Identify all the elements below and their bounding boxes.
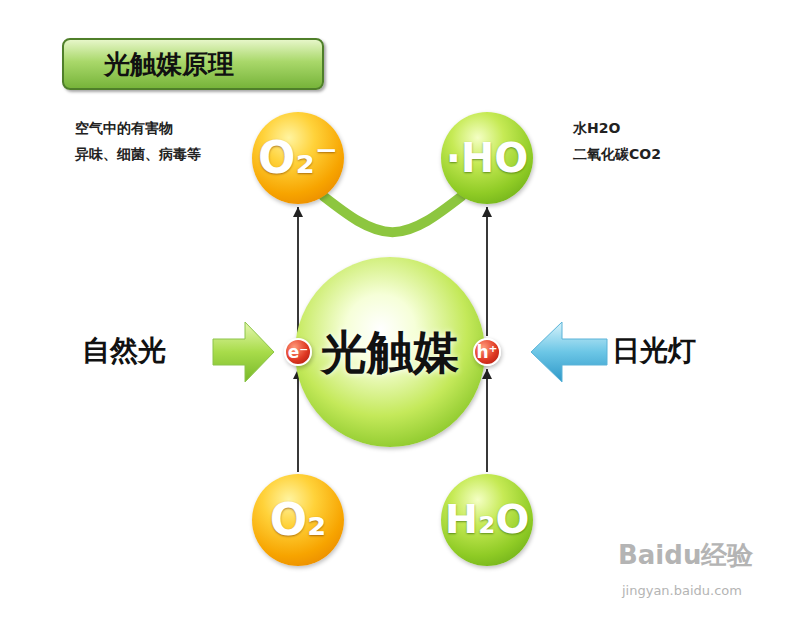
- molecule-circle: 光触媒: [295, 257, 485, 447]
- charge-circle: h⁺: [473, 338, 501, 366]
- node-text: h⁺: [476, 344, 497, 361]
- molecule-circle: O₂⁻: [252, 112, 344, 204]
- note-text: 水H2O: [573, 120, 620, 137]
- molecule-circle: H₂O: [441, 474, 533, 566]
- charge-circle: e⁻: [284, 338, 312, 366]
- title-box: 光触媒原理: [62, 38, 324, 90]
- reaction-arrow: [486, 207, 488, 336]
- molecule-circle: O₂: [252, 474, 344, 566]
- node-text: e⁻: [288, 344, 309, 361]
- light-source-label: 自然光: [82, 334, 166, 368]
- node-text: O₂: [270, 498, 327, 542]
- link-band: [323, 196, 461, 232]
- molecule-circle: ·HO: [441, 112, 533, 204]
- light-source-label: 日光灯: [612, 334, 696, 368]
- lamp-arrow: [531, 322, 607, 382]
- node-text: 光触媒: [321, 329, 459, 375]
- sunlight-arrow: [213, 322, 274, 382]
- node-text: H₂O: [445, 500, 530, 540]
- note-text: 异味、细菌、病毒等: [75, 146, 201, 163]
- reaction-arrow: [297, 207, 299, 336]
- note-text: 二氧化碳CO2: [573, 146, 661, 163]
- reaction-arrow: [486, 369, 488, 472]
- watermark: Baidu经验: [618, 540, 753, 571]
- note-text: 空气中的有害物: [75, 120, 173, 137]
- node-text: ·HO: [446, 138, 529, 178]
- title-text: 光触媒原理: [104, 47, 234, 82]
- reaction-arrow: [297, 369, 299, 472]
- watermark: jingyan.baidu.com: [622, 583, 742, 599]
- node-text: O₂⁻: [258, 136, 338, 180]
